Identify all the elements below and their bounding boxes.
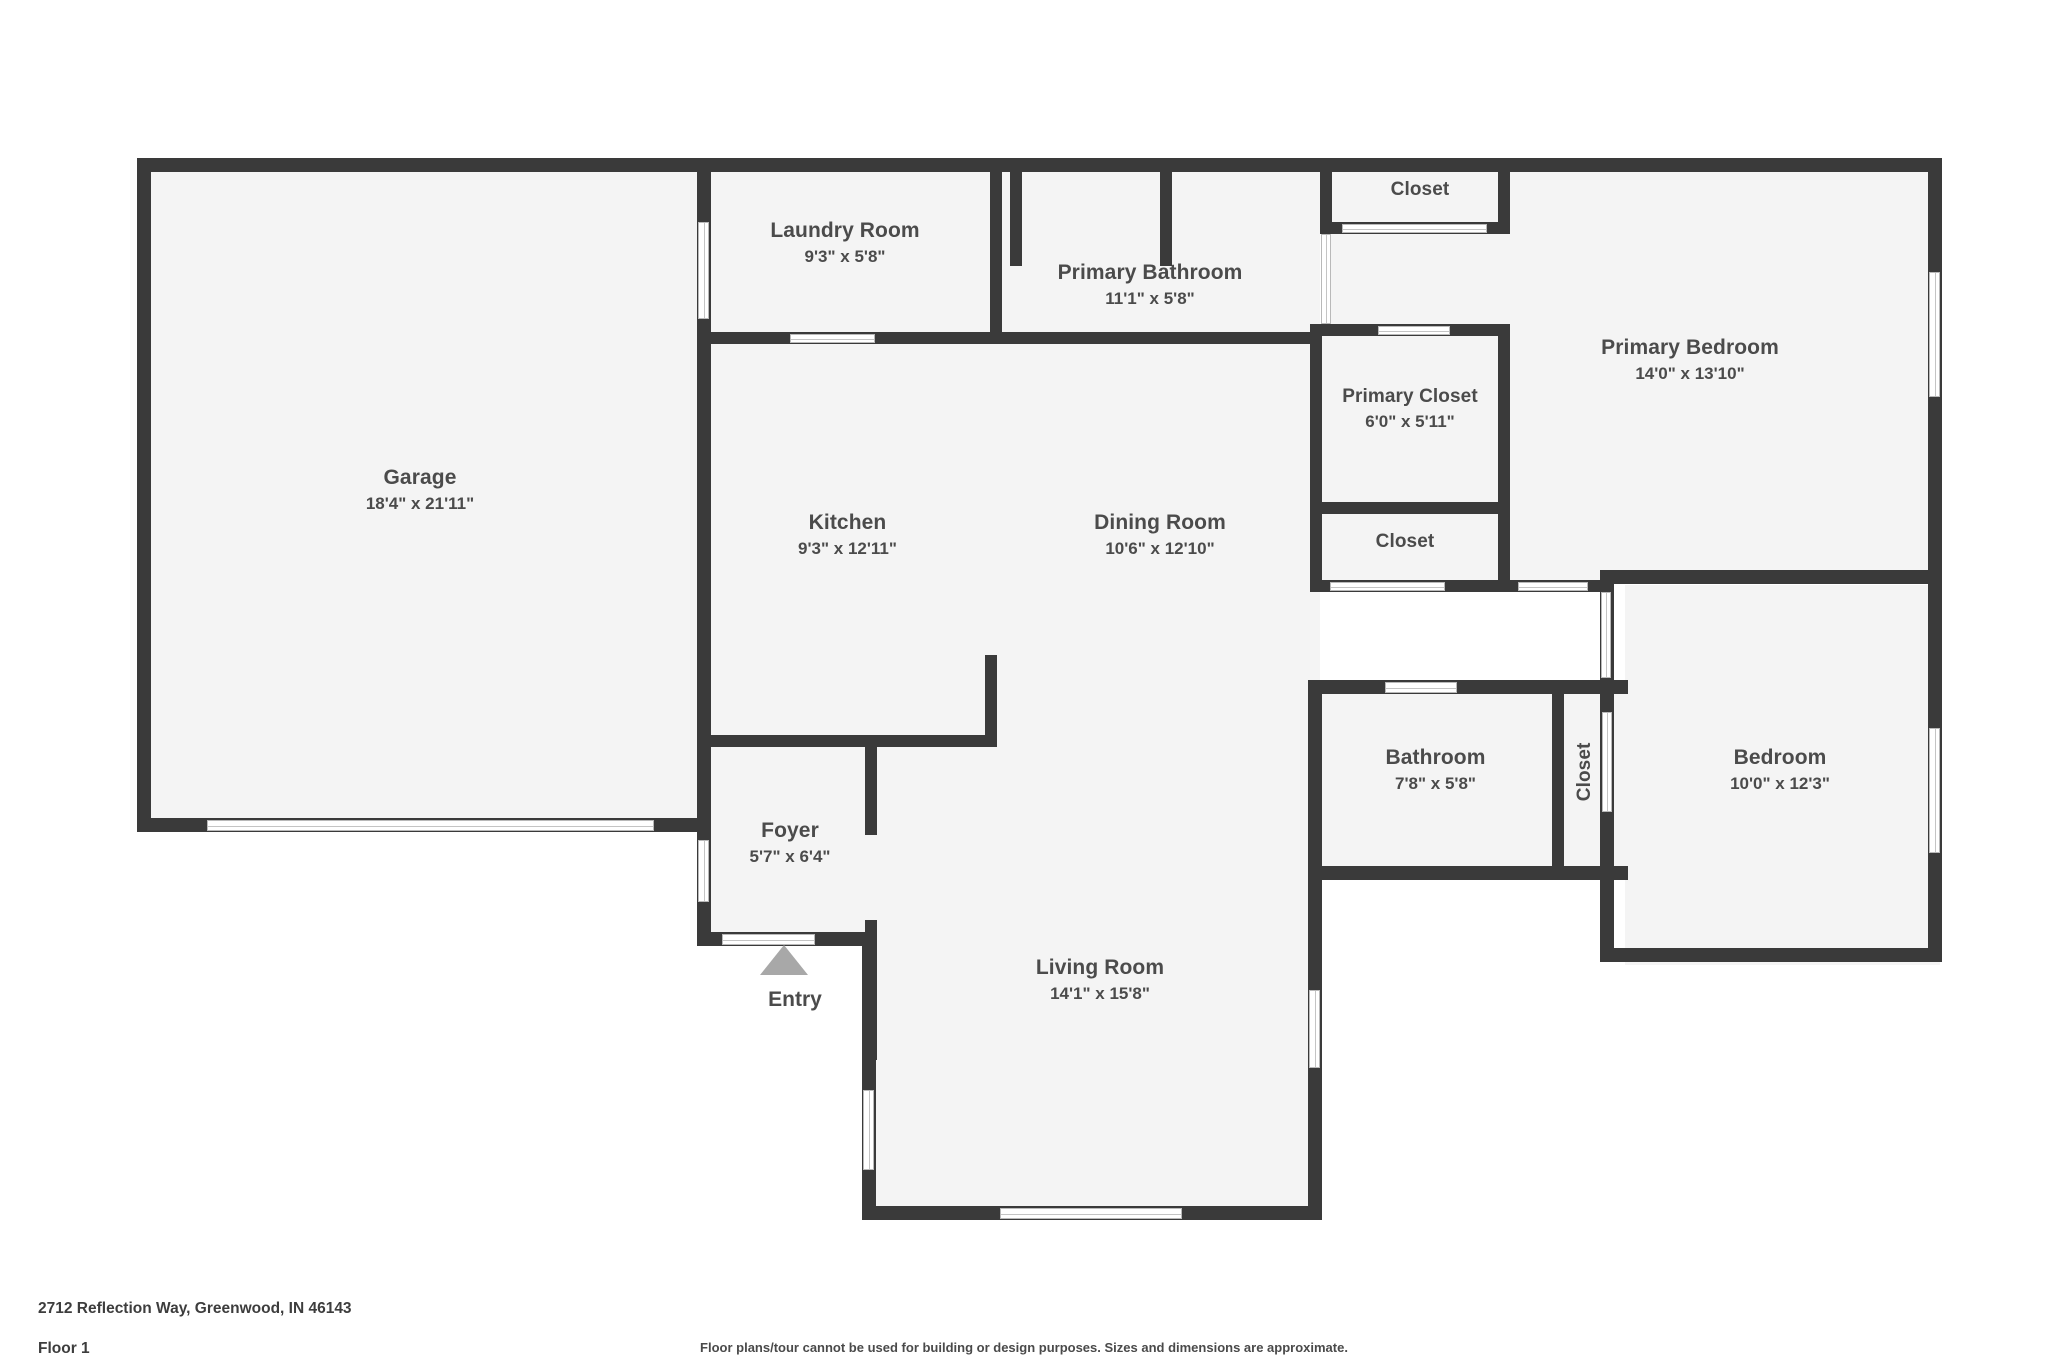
wall-closet-top-right bbox=[1498, 158, 1510, 228]
wall-pbath-stub-left bbox=[1010, 158, 1022, 266]
doorway-hall-bedroom-vert bbox=[1601, 592, 1611, 678]
door-hall-to-bedroom bbox=[1518, 582, 1588, 591]
window-living-left bbox=[863, 1090, 874, 1170]
room-fill-bathroom bbox=[1310, 690, 1560, 875]
wall-pbath-bottom bbox=[1002, 332, 1322, 344]
wall-bathroom-top bbox=[1308, 680, 1628, 694]
door-closet-mid bbox=[1330, 582, 1445, 591]
wall-top-main bbox=[697, 158, 1942, 172]
wall-foyer-right-upper bbox=[865, 740, 877, 835]
wall-closet-top-left bbox=[1320, 158, 1332, 228]
slider-living-bottom bbox=[1000, 1208, 1182, 1219]
label-entry: Entry bbox=[768, 988, 822, 1011]
wall-closet-mid-left bbox=[1310, 502, 1322, 592]
wall-bedroom-bottom bbox=[1600, 948, 1942, 962]
garage-door-opening bbox=[207, 820, 654, 831]
door-closet-hall bbox=[1602, 712, 1612, 812]
wall-primary-closet-right bbox=[1498, 324, 1510, 514]
floor-plan-canvas: Garage 18'4" x 21'11" Laundry Room 9'3" … bbox=[137, 158, 1942, 1220]
room-fill-primary-closet bbox=[1320, 325, 1510, 510]
window-living-right bbox=[1309, 990, 1320, 1068]
room-fill-closet-hall bbox=[1560, 690, 1625, 875]
entry-arrow-icon bbox=[760, 945, 808, 975]
room-fill-living-lower bbox=[875, 945, 1320, 1215]
wall-garage-top bbox=[137, 158, 703, 172]
room-fill-closet-mid bbox=[1320, 510, 1505, 590]
wall-bathroom-left bbox=[1308, 680, 1322, 880]
room-fill-garage bbox=[140, 165, 700, 825]
room-fill-bedroom bbox=[1625, 585, 1940, 965]
front-door-opening bbox=[722, 934, 815, 945]
wall-bathroom-bottom bbox=[1308, 866, 1628, 880]
doorway-primary-hall bbox=[1321, 234, 1331, 324]
wall-garage-left bbox=[137, 158, 151, 832]
wall-pbath-stub-right bbox=[1160, 158, 1172, 266]
door-laundry-bottom bbox=[790, 334, 875, 343]
wall-primary-bedroom-bottom bbox=[1600, 570, 1942, 584]
footer-address: 2712 Reflection Way, Greenwood, IN 46143 bbox=[38, 1300, 352, 1317]
room-fill-foyer bbox=[705, 740, 875, 945]
door-bathroom-top bbox=[1385, 682, 1457, 693]
wall-kitchen-lower-horiz bbox=[705, 735, 997, 747]
window-bedroom-right bbox=[1929, 728, 1940, 853]
wall-main-left-mid bbox=[697, 330, 711, 742]
window-foyer-left bbox=[698, 840, 709, 902]
wall-closet-mid-right bbox=[1498, 502, 1510, 592]
wall-foyer-right-lower bbox=[865, 920, 877, 1060]
door-primary-closet-top bbox=[1378, 326, 1450, 335]
wall-closet-hall-left bbox=[1552, 680, 1564, 878]
door-closet-top bbox=[1342, 224, 1487, 233]
wall-primary-closet-left bbox=[1310, 324, 1322, 514]
wall-kitchen-lower-vert bbox=[985, 655, 997, 745]
room-fill-laundry bbox=[700, 165, 990, 340]
window-primary-bedroom-right bbox=[1929, 272, 1940, 397]
wall-primary-closet-bottom bbox=[1310, 502, 1510, 514]
wall-laundry-right bbox=[990, 158, 1002, 344]
room-fill-kitchen-dining bbox=[705, 340, 1320, 740]
footer-disclaimer: Floor plans/tour cannot be used for buil… bbox=[700, 1340, 1348, 1355]
footer-floor-label: Floor 1 bbox=[38, 1340, 90, 1357]
window-laundry-left bbox=[698, 222, 709, 319]
